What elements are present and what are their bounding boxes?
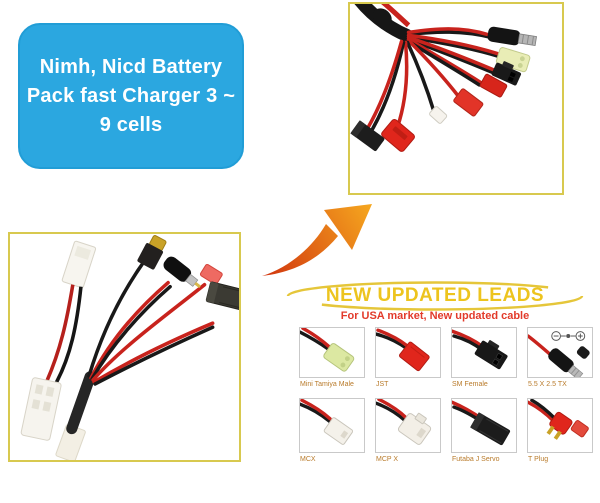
up-right-arrow: [262, 204, 372, 276]
t-plug-connector-icon: [528, 399, 589, 440]
title-line-1: Nimh, Nicd Battery: [39, 55, 223, 78]
connector-cell-mcpx: MCP X: [375, 398, 441, 463]
t-plug-gold: [137, 235, 167, 270]
connector-label: Mini Tamiya Male: [300, 381, 354, 388]
connector-label: Futaba J Servo: [452, 456, 500, 463]
connector-cell-futaba-j-servo: Futaba J Servo: [451, 398, 517, 463]
banner-heading: NEW UPDATED LEADS: [325, 285, 545, 306]
multi-connector-cable-image: [350, 4, 537, 152]
tamiya-plug-top: [61, 240, 97, 289]
servo-plug: [350, 120, 385, 151]
connector-label: JST: [376, 381, 389, 388]
photo-multi-connector-cable: [348, 2, 564, 195]
t-plug: [381, 118, 415, 152]
jst-plug: [479, 73, 508, 98]
barrel-plug: [487, 26, 537, 47]
futaba-j-servo-connector-icon: [452, 400, 511, 446]
jst-connector-icon: [376, 328, 430, 372]
connector-label: SM Female: [452, 381, 488, 388]
adapter-cables-image: [20, 235, 239, 460]
jst-plug: [199, 263, 223, 285]
servo-plug: [205, 281, 239, 311]
sm-plug: [491, 61, 522, 86]
heat-shrink-trunk: [66, 371, 96, 435]
connector-cell-sm-female: SM Female: [451, 327, 517, 388]
connector-label: 5.5 X 2.5 TX: [528, 381, 567, 388]
red-plug: [453, 88, 484, 117]
banner-ellipse: [286, 281, 584, 311]
connector-label: T Plug: [528, 456, 549, 463]
title-line-3: 9 cells: [99, 113, 163, 136]
product-title-box: Nimh, Nicd Battery Pack fast Charger 3 ~…: [18, 23, 244, 169]
mcpx-connector-icon: [376, 399, 432, 445]
center-positive-polarity-icon: [551, 331, 586, 341]
connector-cell-mini-tamiya-male: Mini Tamiya Male: [299, 327, 365, 388]
connector-grid-row-2: MCX MCP X: [299, 398, 593, 463]
white-plug: [429, 106, 448, 124]
photo-adapter-cables: [8, 232, 241, 462]
connector-cell-mcx: MCX: [299, 398, 365, 463]
connector-cell-t-plug: T Plug: [527, 398, 593, 463]
tamiya-plug-bottom: [20, 377, 62, 441]
connector-label: MCP X: [376, 456, 399, 463]
barrel-plug: [163, 256, 202, 289]
banner-subtitle: For USA market, New updated cable: [340, 310, 530, 322]
sm-female-connector-icon: [452, 329, 508, 370]
connector-cell-jst: JST: [375, 327, 441, 388]
connector-label: MCX: [300, 456, 316, 463]
title-line-2: Pack fast Charger 3 ~: [26, 84, 236, 107]
barrel-plug-connector-icon: [528, 331, 590, 377]
connector-grid-row-1: Mini Tamiya Male JST: [299, 327, 593, 388]
connector-cell-barrel-plug: 5.5 X 2.5 TX: [527, 327, 593, 388]
mcx-connector-icon: [300, 399, 354, 445]
mini-tamiya-male-connector-icon: [300, 328, 355, 372]
